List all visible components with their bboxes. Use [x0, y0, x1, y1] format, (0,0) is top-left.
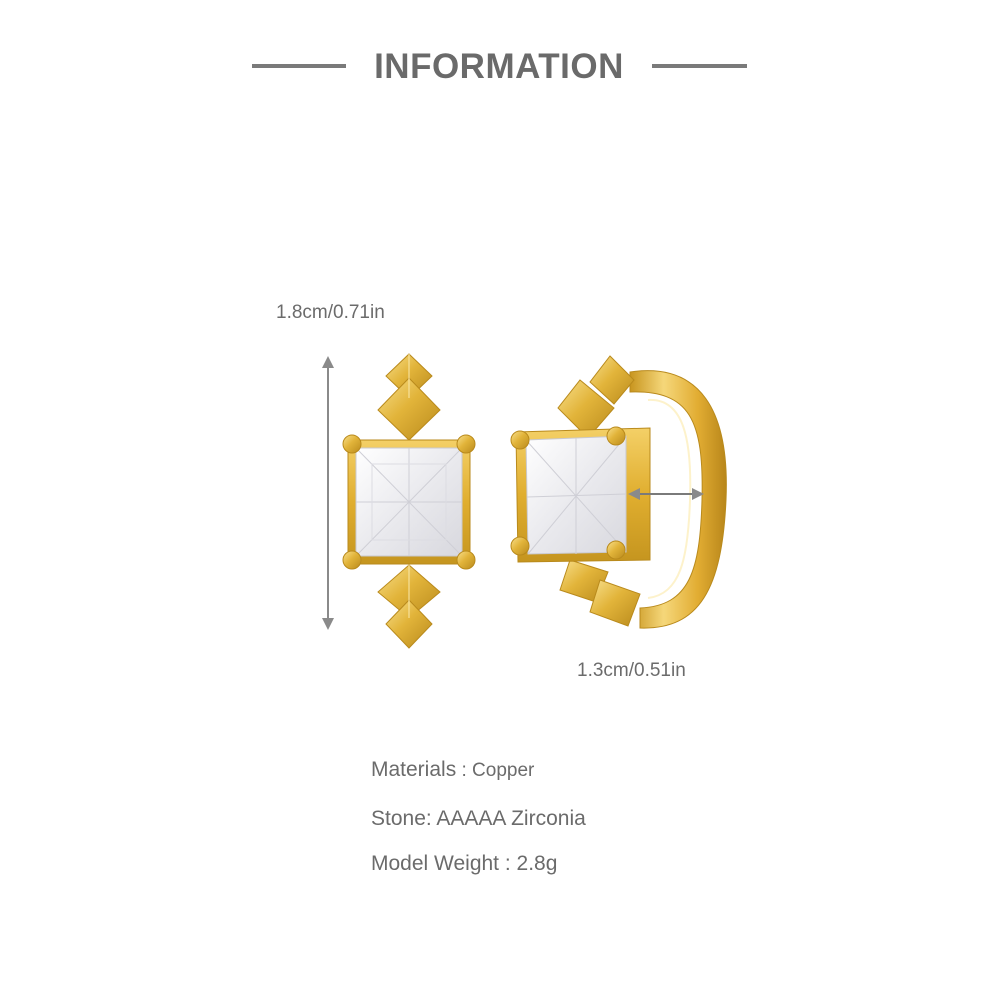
earring-side-view	[510, 355, 727, 629]
spec-weight-sep: :	[499, 852, 517, 875]
spec-weight: Model Weight : 2.8g	[371, 851, 557, 877]
spec-stone: Stone: AAAAA Zirconia	[371, 806, 586, 832]
spec-materials-value: Copper	[472, 760, 535, 781]
width-dimension-label: 1.3cm/0.51in	[577, 660, 686, 681]
header-rule-left	[252, 64, 346, 68]
spec-materials-sep: :	[456, 760, 473, 781]
spec-materials-label: Materials	[371, 758, 457, 781]
page-title: INFORMATION	[374, 47, 624, 86]
spec-weight-value: 2.8g	[516, 852, 558, 875]
height-dimension-label: 1.8cm/0.71in	[276, 302, 385, 323]
spec-materials: Materials : Copper	[371, 757, 534, 784]
spec-stone-label: Stone:	[371, 807, 432, 830]
earring-front-view	[342, 353, 476, 649]
spec-stone-value: AAAAA Zirconia	[431, 807, 586, 830]
spec-weight-label: Model Weight	[371, 852, 500, 875]
section-header: INFORMATION	[0, 44, 1000, 90]
header-rule-right	[652, 64, 747, 68]
